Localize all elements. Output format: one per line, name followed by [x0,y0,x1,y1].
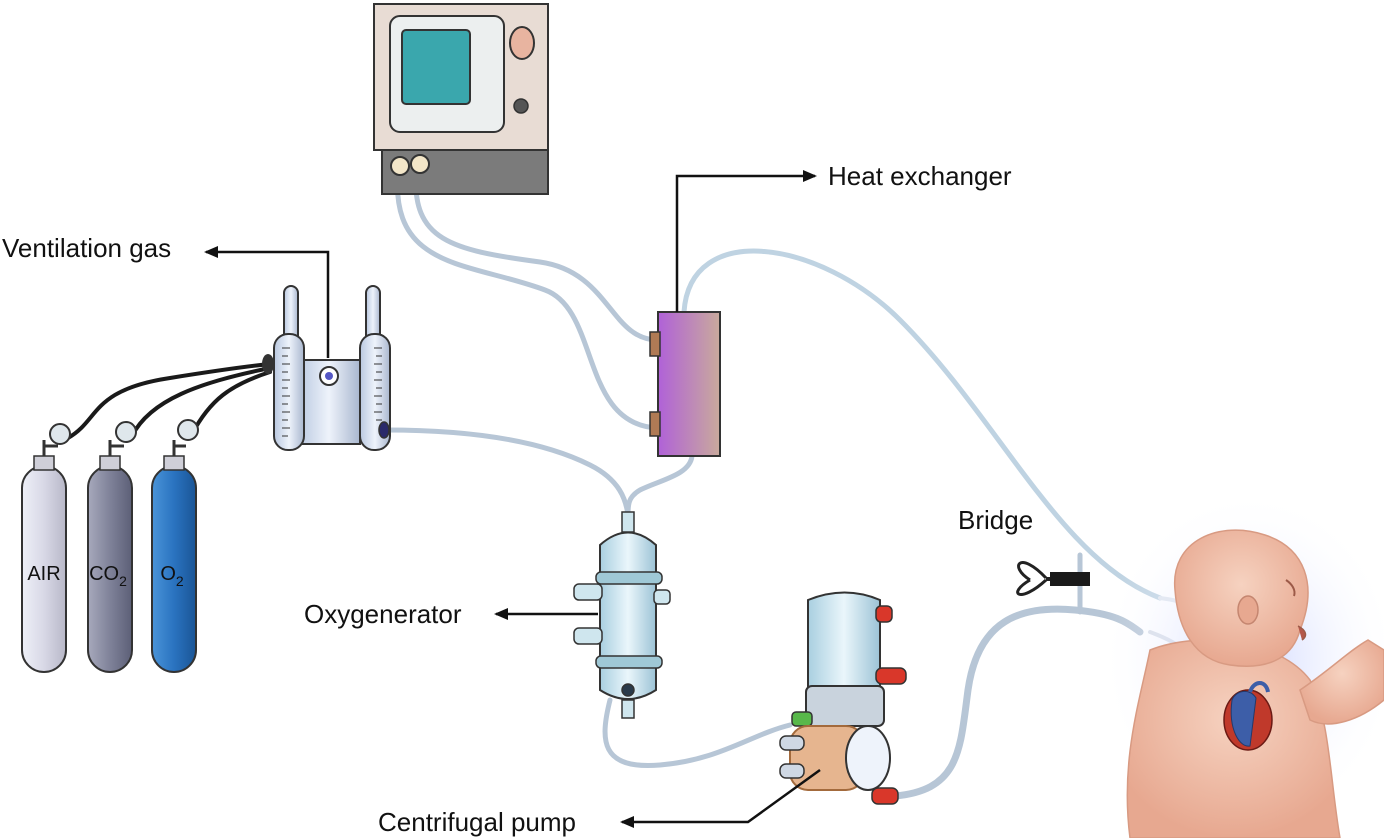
o2-gas-line [190,370,272,436]
ventilation-gas-label: Ventilation gas [2,233,171,263]
console-to-heat-exchanger-tube-upper [413,169,661,343]
co2-cylinder: CO2 [87,421,137,673]
co2-gauge-icon [115,421,137,443]
bridge-clamp [1016,561,1090,596]
blender-outlet [378,421,390,439]
oxygenator [573,511,671,719]
heat-exchanger [649,311,721,457]
air-gauge-icon [49,423,71,445]
infant-ear [1237,595,1259,625]
co2-gas-line [130,366,272,438]
gas-cylinders: AIR CO2 O2 [21,419,199,673]
heat-exchanger-to-patient-tube [681,248,1163,601]
callout-arrows [204,170,821,828]
flowmeter-scale-right [374,347,382,421]
console-knob [509,26,535,60]
console-port-left [390,156,410,176]
co2-cylinder-label: CO2 [89,563,127,589]
air-cylinder-label: AIR [27,563,60,585]
console-screen [401,29,471,105]
flowmeter-scale-left [282,347,290,437]
console-to-heat-exchanger-tube-lower [394,169,661,431]
ventilation-gas-arrow [204,246,330,358]
clamp-loop-upper-icon [1017,561,1048,582]
infant-patient [1100,490,1384,838]
blender-inlet [262,354,274,374]
oxygenerator-label: Oxygenerator [304,599,462,629]
heater-console [373,3,549,195]
heart-icon [1223,681,1273,751]
heat-exchanger-label: Heat exchanger [828,161,1012,191]
tubing [66,169,1252,800]
centrifugal-pump-arrow [620,768,821,828]
bridge-label: Bridge [958,505,1033,535]
pump-head [845,725,891,791]
air-cylinder: AIR [21,423,71,673]
centrifugal-pump-label: Centrifugal pump [378,807,576,837]
heat-exchanger-arrow [675,170,817,312]
o2-cylinder-label: O2 [160,563,184,589]
console-port-right [410,154,430,174]
console-button [513,98,529,114]
labels: Heat exchanger Ventilation gas Oxygenera… [2,161,1033,837]
clamp-loop-lower-icon [1016,578,1048,596]
air-gas-line [66,362,272,440]
o2-gauge-icon [177,419,199,441]
gas-blender-to-oxygenator-tube [383,427,631,518]
infant-arm [1299,639,1384,725]
oxygenator-to-pump-tube [602,697,793,769]
centrifugal-pump [779,591,907,805]
infant-head [1174,529,1309,667]
heat-exchanger-to-oxygenator-tube [625,453,695,518]
gas-blender [262,285,391,451]
o2-cylinder: O2 [151,419,199,673]
